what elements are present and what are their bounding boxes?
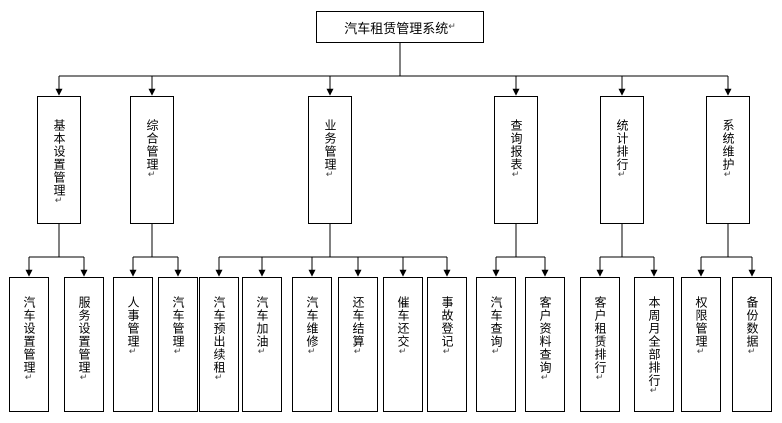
paragraph-mark-icon: ↵ (723, 170, 733, 180)
module-node-label: 综合管理↵ (145, 119, 159, 180)
child-node-label: 还车结算↵ (351, 296, 365, 357)
paragraph-mark-icon: ↵ (511, 170, 521, 180)
child-node-label: 备份数据↵ (745, 296, 759, 357)
child-node-label: 汽车设置管理↵ (22, 296, 36, 383)
paragraph-mark-icon: ↵ (257, 347, 267, 357)
module-node-label: 基本设置管理↵ (52, 119, 66, 206)
child-node: 本周月全部排行↵ (634, 277, 674, 412)
child-node: 客户资料查询↵ (525, 277, 565, 412)
module-node-label: 业务管理↵ (323, 119, 337, 180)
child-node: 催车还交↵ (383, 277, 423, 412)
child-node-label: 汽车加油↵ (255, 296, 269, 357)
child-node: 服务设置管理↵ (64, 277, 104, 412)
paragraph-mark-icon: ↵ (617, 170, 627, 180)
child-node-label: 催车还交↵ (396, 296, 410, 357)
child-node: 客户租赁排行↵ (580, 277, 620, 412)
child-node-label: 客户租赁排行↵ (593, 296, 607, 383)
child-node: 汽车管理↵ (158, 277, 198, 412)
paragraph-mark-icon: ↵ (128, 347, 138, 357)
child-node-label: 服务设置管理↵ (77, 296, 91, 383)
root-label: 汽车租赁管理系统 (344, 21, 449, 37)
child-node: 汽车预出续租↵ (199, 277, 239, 412)
paragraph-mark-icon: ↵ (147, 170, 157, 180)
child-node-label: 本周月全部排行↵ (647, 296, 661, 396)
child-node-label: 汽车预出续租↵ (212, 296, 226, 383)
paragraph-mark-icon: ↵ (649, 386, 659, 396)
child-node-label: 客户资料查询↵ (538, 296, 552, 383)
root-node: 汽车租赁管理系统↵ (316, 11, 484, 43)
paragraph-mark-icon: ↵ (442, 347, 452, 357)
paragraph-mark-icon: ↵ (696, 347, 706, 357)
child-node: 汽车加油↵ (242, 277, 282, 412)
child-node: 汽车查询↵ (476, 277, 516, 412)
child-node-label: 汽车管理↵ (171, 296, 185, 357)
child-node: 人事管理↵ (113, 277, 153, 412)
child-node-label: 事故登记↵ (440, 296, 454, 357)
module-node: 业务管理↵ (308, 96, 352, 224)
paragraph-mark-icon: ↵ (448, 22, 456, 32)
paragraph-mark-icon: ↵ (353, 347, 363, 357)
module-node: 系统维护↵ (706, 96, 750, 224)
module-node-label: 统计排行↵ (615, 119, 629, 180)
paragraph-mark-icon: ↵ (214, 373, 224, 383)
child-node: 汽车维修↵ (292, 277, 332, 412)
child-node-label: 人事管理↵ (126, 296, 140, 357)
child-node: 事故登记↵ (427, 277, 467, 412)
module-node-label: 查询报表↵ (509, 119, 523, 180)
paragraph-mark-icon: ↵ (307, 347, 317, 357)
paragraph-mark-icon: ↵ (491, 347, 501, 357)
paragraph-mark-icon: ↵ (79, 373, 89, 383)
child-node-label: 汽车查询↵ (489, 296, 503, 357)
module-node: 统计排行↵ (600, 96, 644, 224)
paragraph-mark-icon: ↵ (540, 373, 550, 383)
child-node: 备份数据↵ (732, 277, 772, 412)
child-node: 还车结算↵ (338, 277, 378, 412)
module-node: 基本设置管理↵ (37, 96, 81, 224)
paragraph-mark-icon: ↵ (398, 347, 408, 357)
child-node: 汽车设置管理↵ (9, 277, 49, 412)
paragraph-mark-icon: ↵ (173, 347, 183, 357)
paragraph-mark-icon: ↵ (24, 373, 34, 383)
paragraph-mark-icon: ↵ (747, 347, 757, 357)
paragraph-mark-icon: ↵ (325, 170, 335, 180)
module-node-label: 系统维护↵ (721, 119, 735, 180)
paragraph-mark-icon: ↵ (595, 373, 605, 383)
paragraph-mark-icon: ↵ (54, 196, 64, 206)
module-node: 综合管理↵ (130, 96, 174, 224)
child-node-label: 汽车维修↵ (305, 296, 319, 357)
child-node-label: 权限管理↵ (694, 296, 708, 357)
child-node: 权限管理↵ (681, 277, 721, 412)
module-node: 查询报表↵ (494, 96, 538, 224)
